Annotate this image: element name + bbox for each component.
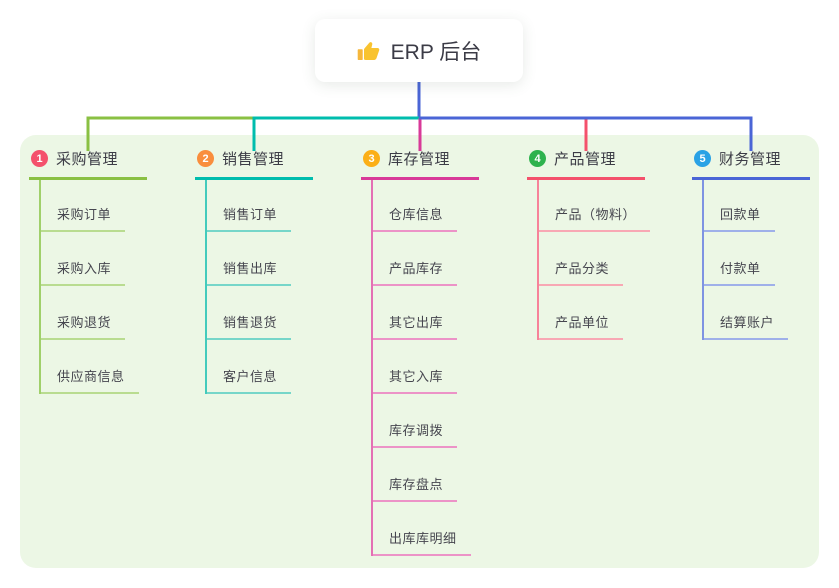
leaf-node[interactable]: 客户信息	[207, 340, 292, 394]
leaf-node[interactable]: 采购退货	[41, 286, 126, 340]
leaf-node[interactable]: 库存调拨	[373, 394, 458, 448]
leaf-node[interactable]: 采购订单	[41, 180, 126, 232]
branch-index-badge: 5	[694, 150, 711, 167]
leaf-node[interactable]: 仓库信息	[373, 180, 458, 232]
leaf-node[interactable]: 产品单位	[539, 286, 624, 340]
branch-label: 采购管理	[56, 151, 119, 168]
leaf-node[interactable]: 库存盘点	[373, 448, 458, 502]
branch-2: 2 销售管理 销售订单销售出库销售退货客户信息	[195, 148, 313, 394]
branch-4: 4 产品管理 产品（物料）产品分类产品单位	[527, 148, 651, 340]
branch-index-badge: 2	[197, 150, 214, 167]
root-node[interactable]: ERP 后台	[315, 19, 523, 82]
leaf-node[interactable]: 产品分类	[539, 232, 624, 286]
mindmap-canvas	[20, 135, 819, 568]
branch-label: 销售管理	[222, 151, 285, 168]
branch-node[interactable]: 1 采购管理	[29, 148, 147, 180]
branch-node[interactable]: 2 销售管理	[195, 148, 313, 180]
leaf-node[interactable]: 其它出库	[373, 286, 458, 340]
branch-3: 3 库存管理 仓库信息产品库存其它出库其它入库库存调拨库存盘点出库库明细	[361, 148, 479, 556]
leaf-node[interactable]: 回款单	[704, 180, 775, 232]
branch-label: 产品管理	[554, 151, 617, 168]
leaf-node[interactable]: 供应商信息	[41, 340, 139, 394]
leaf-node[interactable]: 结算账户	[704, 286, 789, 340]
leaf-node[interactable]: 销售出库	[207, 232, 292, 286]
leaf-node[interactable]: 其它入库	[373, 340, 458, 394]
leaf-node[interactable]: 付款单	[704, 232, 775, 286]
thumbs-up-icon	[357, 39, 381, 63]
branch-index-badge: 3	[363, 150, 380, 167]
branch-items: 产品（物料）产品分类产品单位	[537, 180, 651, 340]
branch-node[interactable]: 4 产品管理	[527, 148, 645, 180]
root-label: ERP 后台	[390, 40, 482, 64]
branch-index-badge: 1	[31, 150, 48, 167]
leaf-node[interactable]: 销售退货	[207, 286, 292, 340]
branch-5: 5 财务管理 回款单付款单结算账户	[692, 148, 810, 340]
branch-1: 1 采购管理 采购订单采购入库采购退货供应商信息	[29, 148, 147, 394]
leaf-node[interactable]: 产品库存	[373, 232, 458, 286]
branch-items: 采购订单采购入库采购退货供应商信息	[39, 180, 139, 394]
branch-items: 销售订单销售出库销售退货客户信息	[205, 180, 292, 394]
branch-node[interactable]: 5 财务管理	[692, 148, 810, 180]
leaf-node[interactable]: 产品（物料）	[539, 180, 651, 232]
leaf-node[interactable]: 销售订单	[207, 180, 292, 232]
branch-items: 仓库信息产品库存其它出库其它入库库存调拨库存盘点出库库明细	[371, 180, 471, 556]
branch-label: 财务管理	[719, 151, 782, 168]
branch-label: 库存管理	[388, 151, 451, 168]
leaf-node[interactable]: 出库库明细	[373, 502, 471, 556]
branch-items: 回款单付款单结算账户	[702, 180, 789, 340]
branch-node[interactable]: 3 库存管理	[361, 148, 479, 180]
leaf-node[interactable]: 采购入库	[41, 232, 126, 286]
branch-index-badge: 4	[529, 150, 546, 167]
